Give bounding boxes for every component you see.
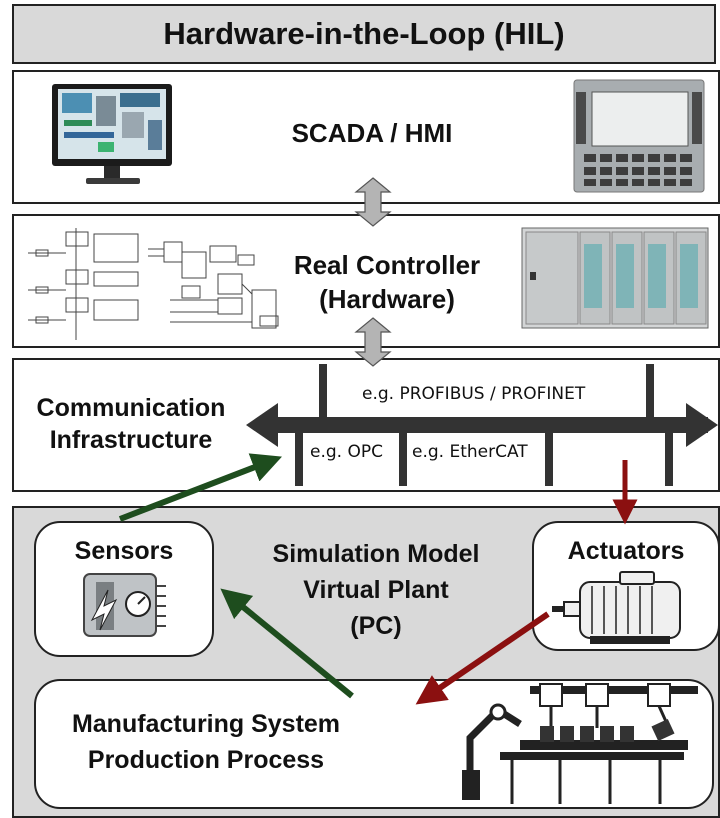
bus-opc-label: e.g. OPC: [310, 442, 383, 462]
bus-ethercat-label: e.g. EtherCAT: [412, 442, 528, 462]
bidirectional-arrow-scada-controller: [354, 177, 392, 227]
electric-motor-icon: [552, 571, 681, 644]
sensor-icon: [83, 573, 166, 637]
hmi-panel-icon: [573, 79, 705, 193]
scada-monitor-icon: [52, 84, 172, 184]
simulation-label-line1: Simulation Model: [272, 540, 480, 568]
controller-label-line1: Real Controller: [293, 250, 481, 280]
sensors-label: Sensors: [74, 537, 174, 565]
plc-program-diagram-icon: [28, 228, 279, 340]
simulation-label-line2: Virtual Plant: [303, 576, 449, 604]
communication-bus: [246, 364, 718, 486]
manufacturing-label-line1: Manufacturing System: [71, 710, 341, 738]
bidirectional-arrow-controller-bus: [354, 317, 392, 367]
controller-label-line2: (Hardware): [319, 284, 455, 314]
actuator-to-process-arrow: [415, 611, 550, 705]
diagram-title-bar: Hardware-in-the-Loop (HIL): [12, 4, 716, 64]
manufacturing-label-line2: Production Process: [87, 746, 325, 774]
sensor-to-bus-arrow: [118, 453, 282, 522]
communication-label-line1: Communication: [36, 394, 226, 422]
diagram-title: Hardware-in-the-Loop (HIL): [163, 16, 565, 51]
simulation-label-line3: (PC): [350, 612, 402, 640]
plc-hardware-icon: [521, 227, 709, 329]
process-to-sensor-arrow: [220, 588, 354, 699]
production-line-icon: [462, 683, 698, 804]
communication-label-line2: Infrastructure: [49, 426, 213, 454]
bus-profibus-label: e.g. PROFIBUS / PROFINET: [362, 384, 586, 404]
scada-hmi-label: SCADA / HMI: [291, 118, 453, 148]
actuators-label: Actuators: [567, 537, 685, 565]
